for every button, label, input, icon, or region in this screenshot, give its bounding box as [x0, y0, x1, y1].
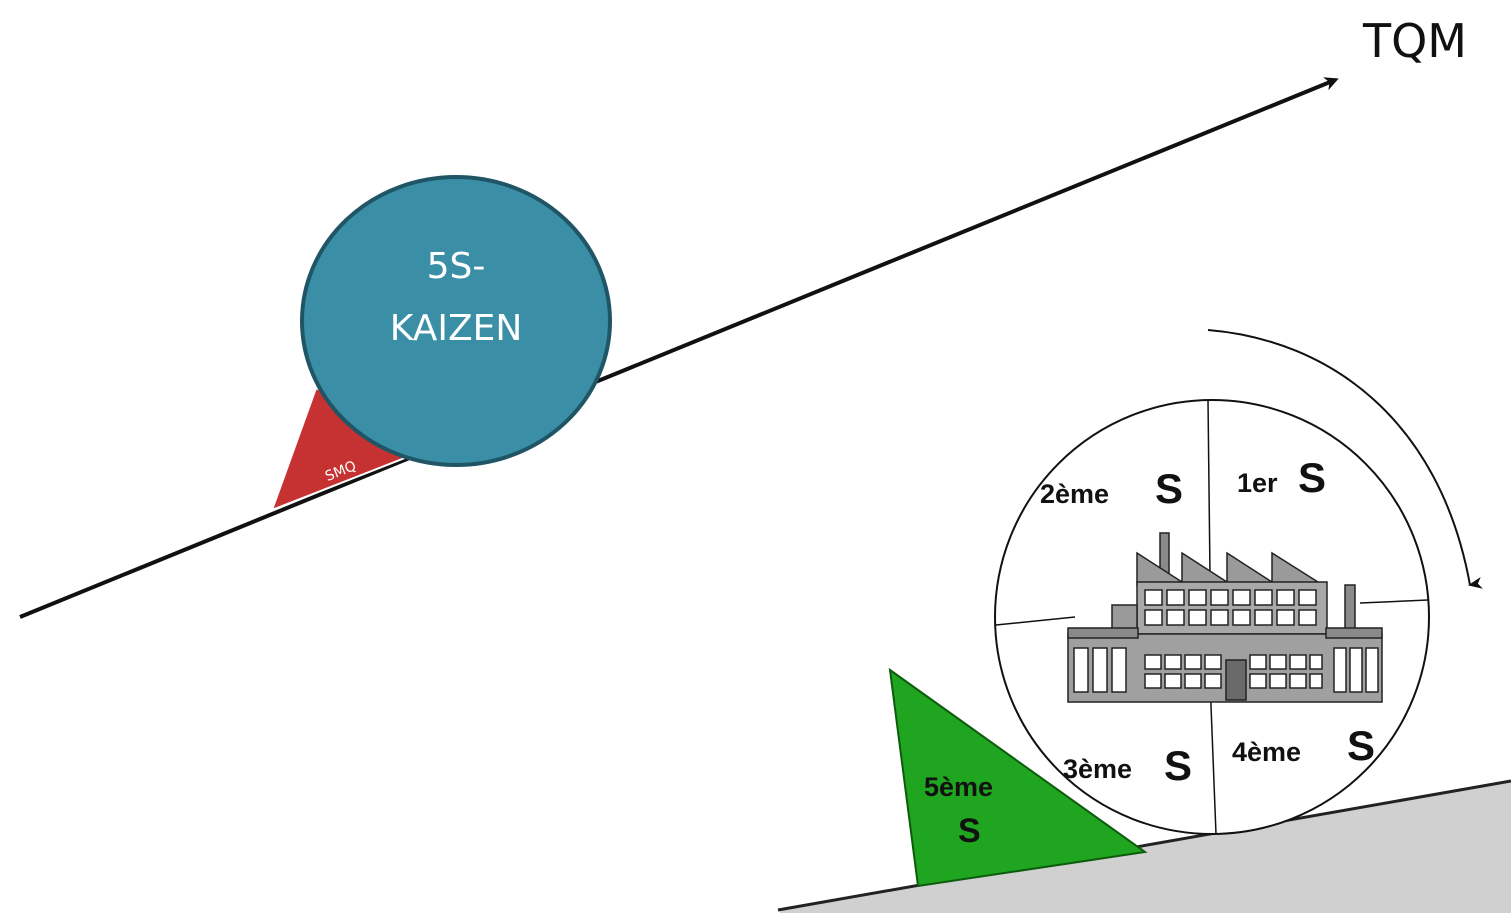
fifth-s-wedge-line2: S: [958, 812, 981, 850]
goal-label: TQM: [1362, 14, 1467, 68]
kaizen-ball: 5S- KAIZEN: [300, 175, 612, 467]
kaizen-ball-line1: 5S-: [427, 246, 486, 287]
fifth-s-wedge-line1: 5ème: [924, 772, 993, 802]
factory-icon: [1067, 532, 1383, 703]
quadrant-1-label: 1er: [1237, 468, 1278, 498]
quadrant-3-s: S: [1164, 742, 1192, 789]
quadrant-4-label: 4ème: [1232, 737, 1301, 767]
clockwise-arrow-icon: [1207, 329, 1483, 589]
quadrant-3-label: 3ème: [1063, 754, 1132, 784]
progress-arrow: [19, 77, 1339, 619]
quadrant-2-label: 2ème: [1040, 479, 1109, 509]
5s-wheel: 1er S 2ème S 3ème S 4ème S: [994, 399, 1430, 835]
fifth-s-wedge: 5ème S: [888, 667, 1148, 888]
quadrant-2-s: S: [1155, 465, 1183, 512]
quadrant-1-s: S: [1298, 454, 1326, 501]
kaizen-ball-line2: KAIZEN: [390, 308, 523, 349]
quadrant-4-s: S: [1347, 722, 1375, 769]
